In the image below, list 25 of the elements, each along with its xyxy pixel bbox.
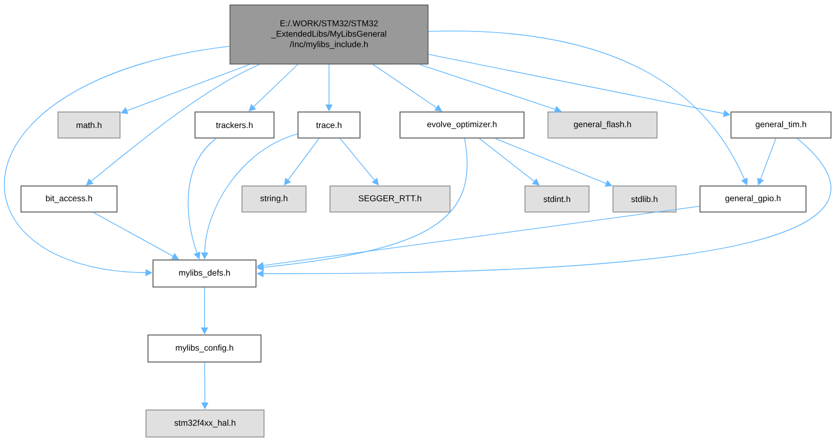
file-box: general_tim.h <box>730 112 832 138</box>
arrow <box>757 138 776 186</box>
file-box: general_gpio.h <box>700 186 806 212</box>
file-box: math.h <box>58 112 120 138</box>
file-box: stdint.h <box>524 186 590 212</box>
arrow <box>340 138 379 186</box>
arrow <box>284 138 320 186</box>
file-box: SEGGER_RTT.h <box>330 186 450 212</box>
file-box: mylibs_defs.h <box>152 260 256 288</box>
file-box: trace.h <box>298 112 360 138</box>
root-file-box: E:/.WORK/STM32/STM32 _ExtendedLibs/MyLibsGeneral /Inc/mylibs_include.h <box>230 4 428 64</box>
arrow <box>5 46 230 276</box>
arrow <box>248 64 298 112</box>
arrow <box>188 138 217 260</box>
arrow <box>494 138 612 187</box>
file-box: bit_access.h <box>20 186 118 212</box>
arrow <box>120 64 250 114</box>
file-box: general_flash.h <box>548 112 658 138</box>
file-box: mylibs_config.h <box>148 334 262 362</box>
file-box: trackers.h <box>194 112 274 138</box>
file-box: evolve_optimizer.h <box>400 112 524 138</box>
file-box: stm32f4xx_hal.h <box>146 410 264 438</box>
arrow <box>428 30 748 186</box>
file-box: stdlib.h <box>612 186 676 212</box>
file-box: string.h <box>242 186 306 212</box>
